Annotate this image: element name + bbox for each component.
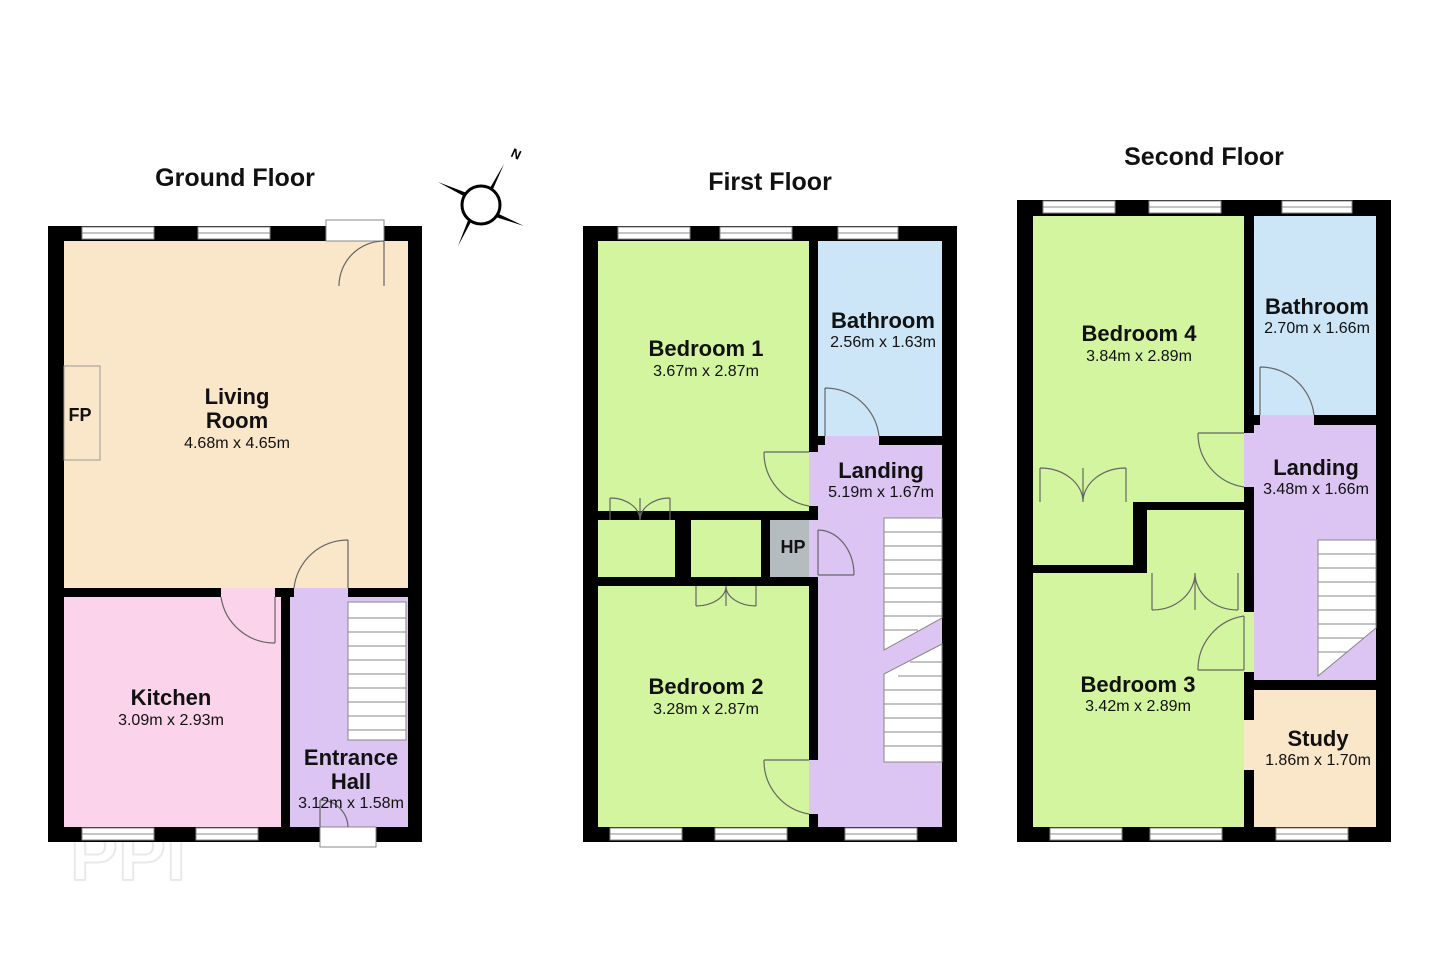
ground-windows bbox=[81, 226, 271, 841]
bedroom-1-dim: 3.67m x 2.87m bbox=[653, 363, 759, 380]
first-landing bbox=[818, 445, 942, 827]
second-bathroom-door-icon bbox=[1259, 366, 1315, 416]
first-landing-dim: 5.19m x 1.67m bbox=[828, 484, 934, 501]
second-stairs-icon bbox=[1317, 539, 1377, 678]
bedroom-2-wardrobe bbox=[691, 520, 761, 577]
bedroom-4-door-icon bbox=[1197, 432, 1245, 488]
bedroom-2 bbox=[598, 586, 809, 827]
bedroom-1-name: Bedroom 1 bbox=[649, 336, 764, 361]
kitchen bbox=[64, 597, 281, 827]
bedroom-2-wardrobe-doors-icon bbox=[695, 585, 757, 607]
second-windows bbox=[1042, 200, 1353, 841]
entrance-hall-name-1: Entrance bbox=[304, 745, 398, 770]
second-bathroom bbox=[1254, 216, 1376, 415]
bedroom-3-dim: 3.42m x 2.89m bbox=[1085, 698, 1191, 715]
living-room-name-1: Living bbox=[205, 384, 270, 409]
hot-press bbox=[770, 520, 809, 577]
second-landing-dim: 3.48m x 1.66m bbox=[1263, 481, 1369, 498]
second-floor-title: Second Floor bbox=[1124, 143, 1284, 171]
kitchen-dim: 3.09m x 2.93m bbox=[118, 712, 224, 729]
compass-north-label: N bbox=[509, 145, 524, 163]
first-windows bbox=[609, 226, 918, 841]
bedroom-2-name: Bedroom 2 bbox=[649, 674, 764, 699]
bedroom-4 bbox=[1033, 216, 1244, 502]
bedroom-4-wardrobe bbox=[1033, 502, 1133, 565]
second-bathroom-name: Bathroom bbox=[1265, 294, 1369, 319]
study-name: Study bbox=[1287, 726, 1349, 751]
entrance-hall-dim: 3.12m x 1.58m bbox=[298, 795, 404, 812]
ground-floor: Ground Floor FP bbox=[48, 164, 422, 848]
front-door-icon bbox=[319, 799, 349, 828]
bedroom-1-wardrobe-doors-icon bbox=[609, 497, 671, 521]
bedroom-2-dim: 3.28m x 2.87m bbox=[653, 701, 759, 718]
first-bathroom bbox=[818, 241, 942, 436]
bedroom-3-door-icon bbox=[1197, 615, 1245, 671]
fireplace bbox=[63, 365, 101, 461]
study bbox=[1254, 690, 1376, 827]
ground-floor-title: Ground Floor bbox=[155, 164, 315, 192]
compass-icon: N bbox=[438, 145, 524, 246]
bedroom-2-door-icon bbox=[763, 759, 810, 815]
bedroom-1-door-icon bbox=[763, 451, 810, 507]
kitchen-name: Kitchen bbox=[131, 685, 212, 710]
fp-label: FP bbox=[68, 405, 91, 425]
first-bathroom-name: Bathroom bbox=[831, 308, 935, 333]
bedroom-3 bbox=[1033, 573, 1244, 827]
bedroom-4-dim: 3.84m x 2.89m bbox=[1086, 348, 1192, 365]
first-floor-title: First Floor bbox=[708, 168, 832, 196]
bedroom-3-name: Bedroom 3 bbox=[1081, 672, 1196, 697]
first-stairs-icon bbox=[883, 517, 943, 763]
study-dim: 1.86m x 1.70m bbox=[1265, 752, 1371, 769]
second-bathroom-dim: 2.70m x 1.66m bbox=[1264, 320, 1370, 337]
bedroom-4-name: Bedroom 4 bbox=[1082, 321, 1198, 346]
living-room bbox=[64, 241, 408, 588]
bedroom-3-wardrobe-doors-icon bbox=[1151, 572, 1239, 611]
hot-press-door-icon bbox=[817, 529, 855, 576]
entrance-hall-name-2: Hall bbox=[331, 769, 371, 794]
kitchen-door-icon bbox=[220, 596, 276, 644]
first-floor: First Floor bbox=[583, 168, 957, 842]
first-bathroom-door-icon bbox=[824, 387, 880, 437]
first-bathroom-dim: 2.56m x 1.63m bbox=[830, 334, 936, 351]
bedroom-4-wardrobe-doors-icon bbox=[1039, 467, 1127, 503]
bedroom-3-wardrobe bbox=[1147, 510, 1244, 573]
hp-label: HP bbox=[780, 537, 805, 557]
first-landing-name: Landing bbox=[838, 458, 924, 483]
ground-stairs-icon bbox=[347, 601, 407, 741]
living-room-dim: 4.68m x 4.65m bbox=[184, 435, 290, 452]
hall-door-icon bbox=[293, 539, 349, 589]
living-door-icon bbox=[338, 240, 385, 287]
bedroom-1-wardrobe bbox=[598, 520, 675, 577]
second-floor: Second Floor bbox=[1017, 143, 1391, 842]
living-room-name-2: Room bbox=[206, 408, 268, 433]
second-landing-name: Landing bbox=[1273, 455, 1359, 480]
bedroom-1 bbox=[598, 241, 809, 511]
